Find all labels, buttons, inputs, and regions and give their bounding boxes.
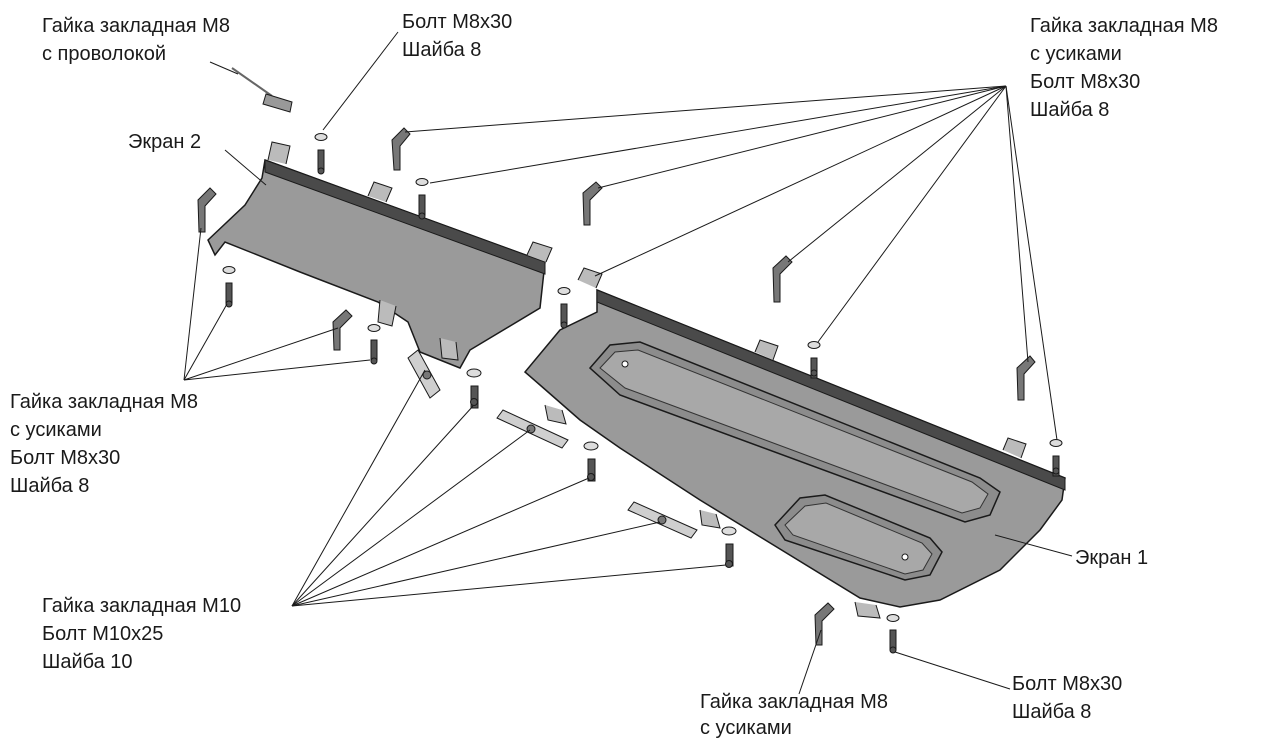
m10-nut-plates	[407, 349, 698, 539]
label-nut-left-line4: Шайба 8	[10, 475, 90, 497]
label-bolt-top-line2: Шайба 8	[402, 39, 482, 61]
bolts-and-washers	[222, 133, 1063, 654]
nut-with-wire	[231, 67, 293, 113]
label-nut-left-line2: с усиками	[10, 419, 102, 441]
label-nut-tr-line4: Шайба 8	[1030, 99, 1110, 121]
label-nut-left-line3: Болт М8х30	[10, 447, 121, 469]
label-nut-left-line1: Гайка закладная М8	[10, 391, 198, 413]
label-bolt-br-line1: Болт М8х30	[1012, 673, 1123, 695]
label-nut-tr-line3: Болт М8х30	[1030, 71, 1141, 93]
label-nut-wire-line1: Гайка закладная М8	[42, 15, 230, 37]
label-nut-bottom-line2: с усиками	[700, 717, 792, 739]
screen-1-plate	[523, 267, 1066, 619]
label-bolt-br-line2: Шайба 8	[1012, 701, 1092, 723]
label-screen-1: Экран 1	[1075, 547, 1149, 569]
label-bolt-top-line1: Болт М8х30	[402, 11, 513, 33]
label-nut-m10-line2: Болт М10х25	[42, 623, 164, 645]
label-nut-tr-line2: с усиками	[1030, 43, 1122, 65]
label-screen-2: Экран 2	[128, 131, 202, 153]
label-nut-bottom-line1: Гайка закладная М8	[700, 691, 888, 713]
screen-2-plate	[207, 141, 553, 369]
label-nut-tr-line1: Гайка закладная М8	[1030, 15, 1218, 37]
label-nut-m10-line1: Гайка закладная М10	[42, 595, 242, 617]
label-nut-m10-line3: Шайба 10	[42, 651, 133, 673]
leader-lines	[183, 31, 1073, 695]
label-nut-wire-line2: с проволокой	[42, 43, 167, 65]
